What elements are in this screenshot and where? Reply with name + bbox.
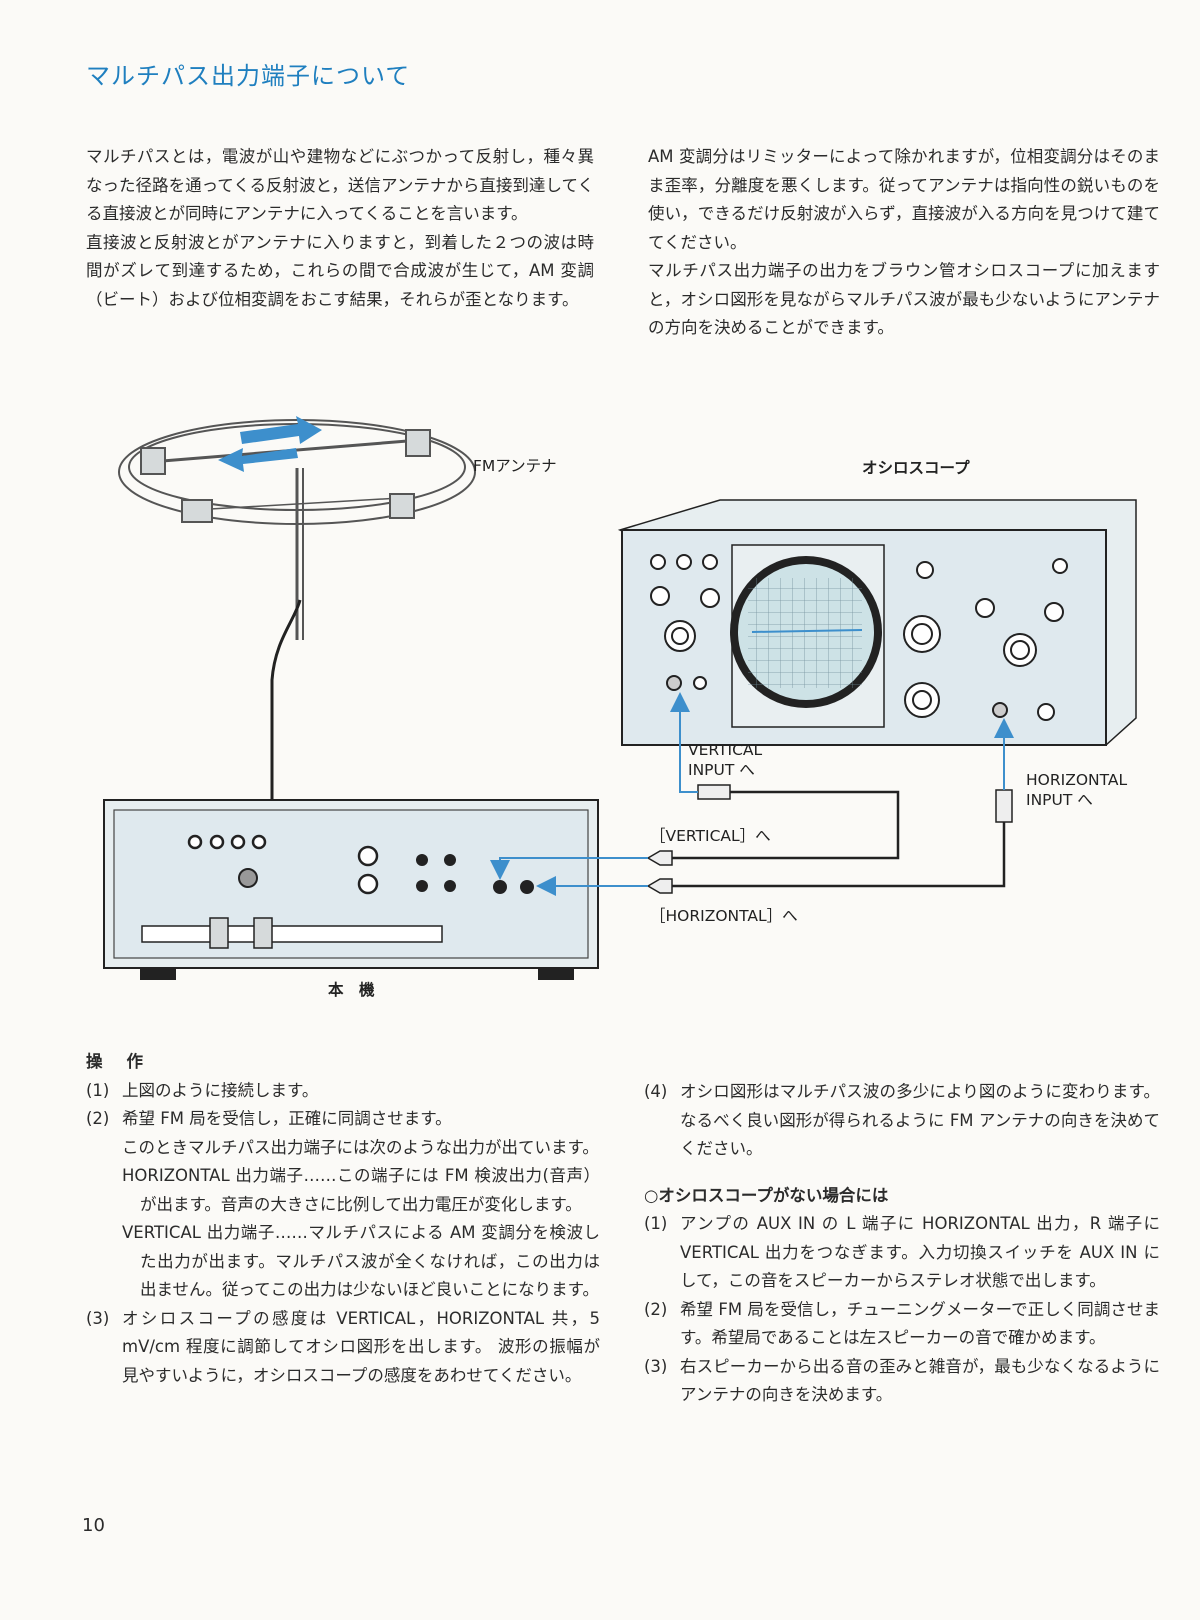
no-scope-step-1-num: (1) (644, 1214, 668, 1233)
intro-left: マルチパスとは，電波が山や建物などにぶつかって反射し，種々異なった径路を通ってく… (86, 143, 594, 314)
vertical-output-label: ［VERTICAL］へ (650, 827, 771, 845)
operation-heading: 操作 (86, 1052, 167, 1071)
no-scope-step-2: (2) 希望 FM 局を受信し，チューニングメーターで正しく同調させます。希望局… (644, 1296, 1160, 1353)
step-3-num: (3) (86, 1308, 110, 1328)
no-scope-step-2-text: 希望 FM 局を受信し，チューニングメーターで正しく同調させます。希望局であるこ… (680, 1299, 1160, 1348)
step-2-num: (2) (86, 1109, 110, 1128)
intro-right-p1: AM 変調分はリミッターによって除かれますが，位相変調分はそのまま歪率，分離度を… (648, 147, 1160, 252)
intro-right: AM 変調分はリミッターによって除かれますが，位相変調分はそのまま歪率，分離度を… (648, 143, 1160, 343)
oscilloscope-drawing (617, 499, 1137, 746)
intro-left-p2: 直接波と反射波とがアンテナに入りますと，到着した２つの波は時間がズレて到達するた… (86, 232, 594, 309)
step-3: (3) オシロスコープの感度は VERTICAL，HORIZONTAL 共，5 … (86, 1305, 600, 1391)
horizontal-output-label: ［HORIZONTAL］へ (650, 907, 798, 925)
step-1-num: (1) (86, 1080, 110, 1100)
step-2-text: 希望 FM 局を受信し，正確に同調させます。 (122, 1109, 452, 1128)
no-scope-heading: ○オシロスコープがない場合には (644, 1185, 889, 1205)
operation-left: 操作 (1) 上図のように接続します。 (2) 希望 FM 局を受信し，正確に同… (86, 1048, 600, 1390)
oscilloscope-label: オシロスコープ (862, 459, 970, 477)
horizontal-output-desc: HORIZONTAL 出力端子……この端子には FM 検波出力(音声）が出ます。… (122, 1166, 600, 1214)
fm-antenna-drawing (118, 419, 476, 870)
vertical-output-desc: VERTICAL 出力端子……マルチパスによる AM 変調分を検波した出力が出ま… (122, 1223, 600, 1299)
intro-right-p2: マルチパス出力端子の出力をブラウン管オシロスコープに加えますと，オシロ図形を見な… (648, 261, 1160, 337)
no-scope-step-2-num: (2) (644, 1299, 668, 1319)
blue-connection-arrows (490, 692, 1014, 896)
no-scope-step-3-text: 右スピーカーから出る音の歪みと雑音が，最も少なくなるようにアンテナの向きを決めま… (680, 1356, 1160, 1405)
step-4: (4) オシロ図形はマルチパス波の多少により図のように変わります。なるべく良い図… (644, 1078, 1160, 1164)
no-scope-step-3: (3) 右スピーカーから出る音の歪みと雑音が，最も少なくなるようにアンテナの向き… (644, 1353, 1160, 1410)
page-title: マルチパス出力端子について (86, 62, 411, 90)
no-scope-step-1-text: アンプの AUX IN の L 端子に HORIZONTAL 出力，R 端子に … (680, 1214, 1160, 1290)
no-scope-step-1: (1) アンプの AUX IN の L 端子に HORIZONTAL 出力，R … (644, 1210, 1160, 1296)
step-2-note: このときマルチパス出力端子には次のような出力が出ています。 (122, 1137, 599, 1157)
rotation-arrows-icon (218, 416, 322, 472)
main-unit-drawing (103, 799, 599, 980)
page-number: 10 (82, 1515, 105, 1536)
step-4-text: オシロ図形はマルチパス波の多少により図のように変わります。なるべく良い図形が得ら… (680, 1082, 1160, 1158)
step-3-text: オシロスコープの感度は VERTICAL，HORIZONTAL 共，5 mV/c… (122, 1308, 600, 1385)
no-scope-step-3-num: (3) (644, 1356, 668, 1376)
main-unit-label: 本 機 (328, 981, 375, 999)
step-2: (2) 希望 FM 局を受信し，正確に同調させます。 (86, 1105, 600, 1134)
operation-right: (4) オシロ図形はマルチパス波の多少により図のように変わります。なるべく良い図… (644, 1078, 1160, 1410)
step-4-num: (4) (644, 1082, 668, 1101)
intro-left-p1: マルチパスとは，電波が山や建物などにぶつかって反射し，種々異なった径路を通ってく… (86, 147, 594, 223)
cables (672, 790, 1006, 888)
horizontal-input-label: HORIZONTAL INPUT へ (1026, 771, 1128, 809)
vertical-input-label: VERTICAL INPUT へ (688, 741, 763, 779)
step-1: (1) 上図のように接続します。 (86, 1077, 600, 1106)
step-1-text: 上図のように接続します。 (122, 1080, 319, 1100)
fm-antenna-label: FMアンテナ (473, 457, 557, 475)
